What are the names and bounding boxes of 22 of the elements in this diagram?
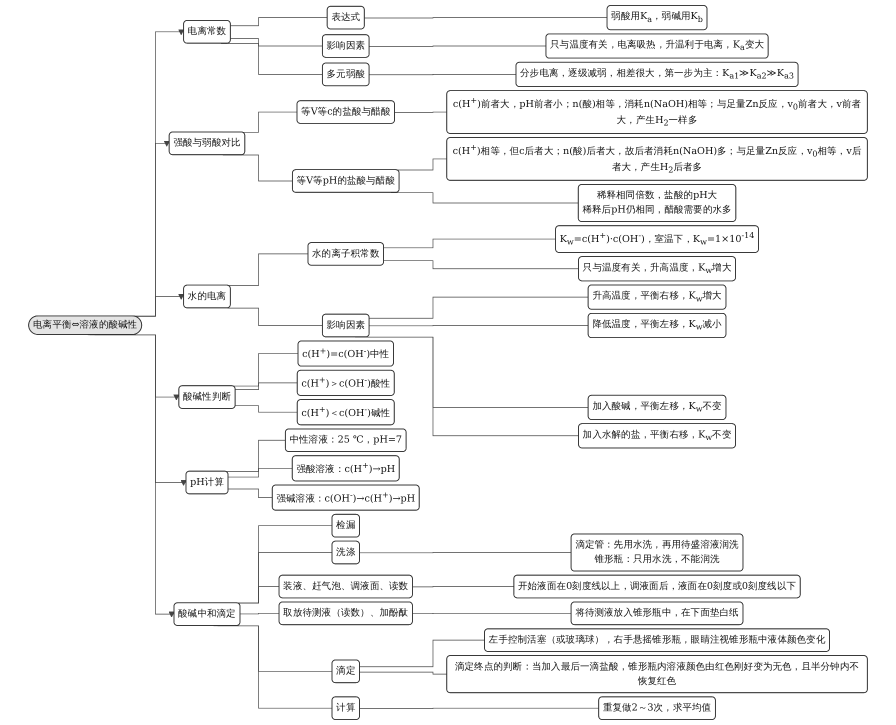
connector [360, 552, 572, 554]
connector [228, 468, 293, 478]
connector [412, 612, 572, 614]
connector [228, 488, 273, 498]
connector [369, 296, 589, 319]
connector [364, 17, 608, 18]
connector [235, 382, 298, 390]
connector [394, 112, 448, 113]
connector [384, 238, 556, 248]
connector [240, 612, 280, 614]
connector [369, 46, 547, 47]
connector [360, 672, 448, 675]
connector [369, 325, 589, 326]
connector [230, 38, 324, 47]
connector [360, 708, 600, 709]
connector [227, 308, 324, 326]
connector [360, 640, 486, 668]
connector [230, 17, 328, 26]
connector [384, 260, 580, 270]
connector [369, 74, 517, 76]
connector [235, 405, 298, 413]
connector [412, 586, 515, 588]
